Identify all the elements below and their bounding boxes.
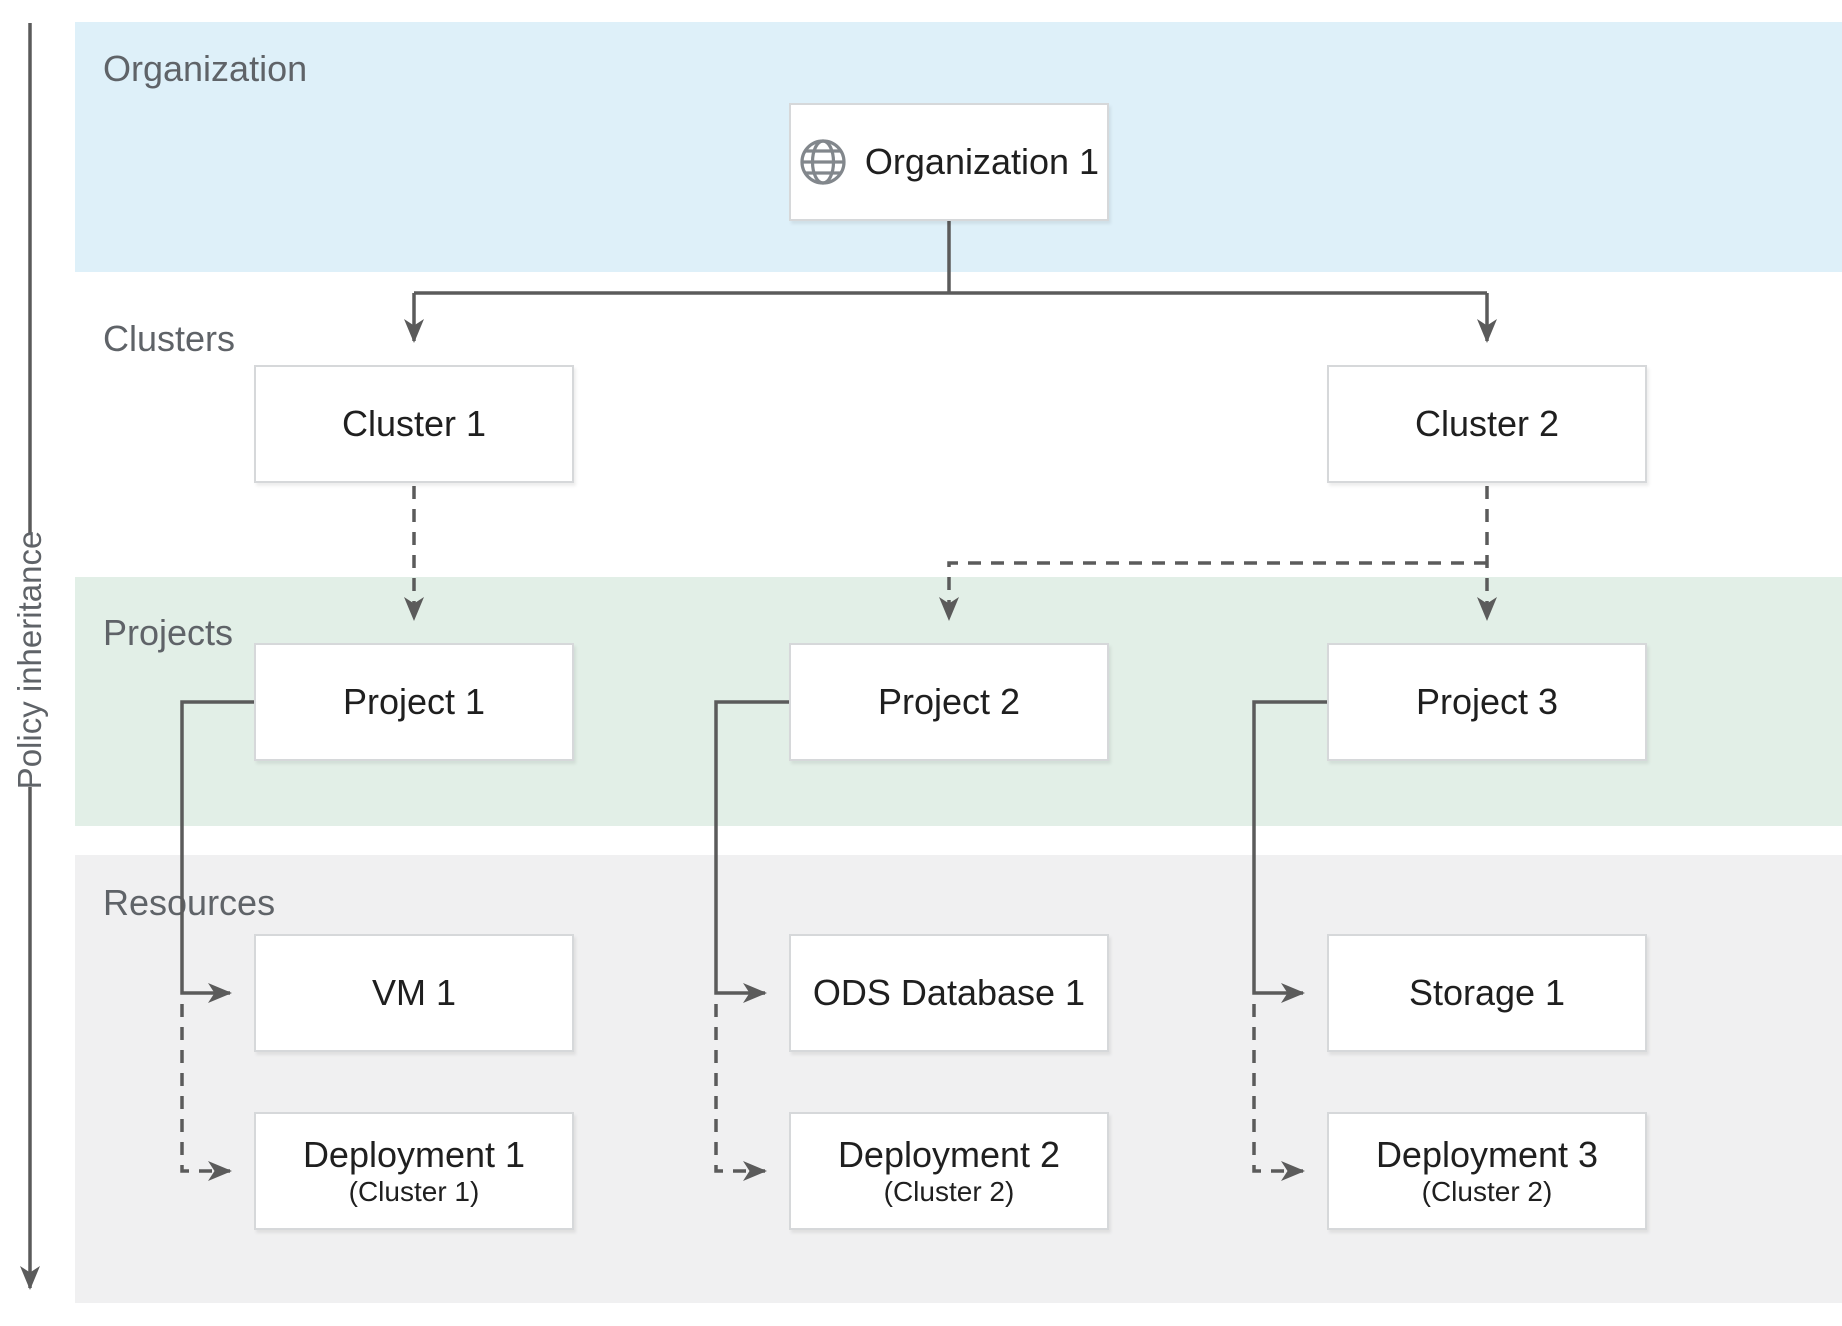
node-project-2: Project 2: [789, 643, 1109, 761]
node-label: Cluster 2: [1414, 403, 1560, 445]
node-label: Project 2: [877, 681, 1021, 723]
node-vm-1: VM 1: [254, 934, 574, 1052]
policy-inheritance-label: Policy inheritance: [11, 530, 48, 790]
node-cluster-2: Cluster 2: [1327, 365, 1647, 483]
band-resources: [75, 855, 1842, 1303]
node-label: ODS Database 1: [812, 972, 1086, 1014]
node-label: Project 3: [1415, 681, 1559, 723]
node-deployment-1: Deployment 1 (Cluster 1): [254, 1112, 574, 1230]
band-label-organization: Organization: [103, 48, 308, 89]
node-ods-database-1: ODS Database 1: [789, 934, 1109, 1052]
node-storage-1: Storage 1: [1327, 934, 1647, 1052]
band-label-clusters: Clusters: [103, 318, 236, 359]
globe-icon: [799, 138, 847, 186]
node-label: Deployment 3: [1375, 1133, 1599, 1175]
node-sublabel: (Cluster 2): [1421, 1175, 1553, 1207]
node-label: Deployment 2: [837, 1133, 1061, 1175]
node-deployment-2: Deployment 2 (Cluster 2): [789, 1112, 1109, 1230]
band-label-resources: Resources: [103, 882, 276, 923]
node-sublabel: (Cluster 2): [883, 1175, 1015, 1207]
node-project-1: Project 1: [254, 643, 574, 761]
node-label: Organization 1: [864, 141, 1100, 183]
node-label: Storage 1: [1408, 972, 1566, 1014]
band-label-projects: Projects: [103, 612, 234, 653]
node-label: Deployment 1: [302, 1133, 526, 1175]
node-label: VM 1: [371, 972, 457, 1014]
node-organization-1: Organization 1: [789, 103, 1109, 221]
node-label: Cluster 1: [341, 403, 487, 445]
node-label: Project 1: [342, 681, 486, 723]
node-cluster-1: Cluster 1: [254, 365, 574, 483]
node-sublabel: (Cluster 1): [348, 1175, 480, 1207]
node-project-3: Project 3: [1327, 643, 1647, 761]
node-deployment-3: Deployment 3 (Cluster 2): [1327, 1112, 1647, 1230]
